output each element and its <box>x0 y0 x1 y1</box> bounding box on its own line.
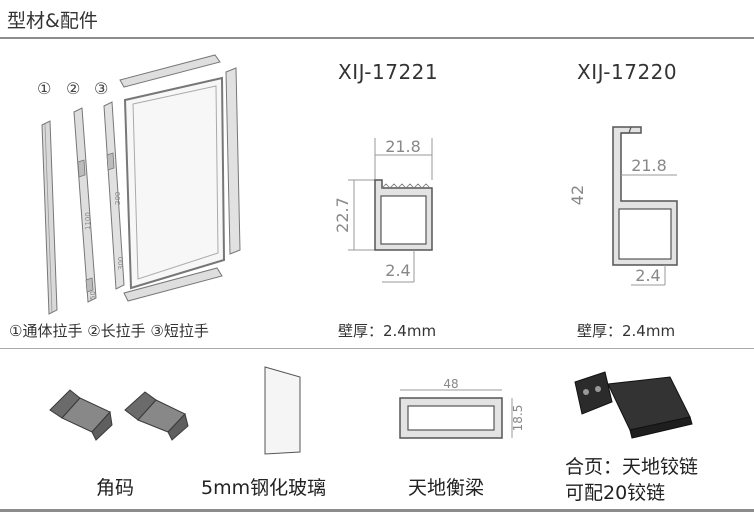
frame-illustration: 1100 50 200 300 <box>41 54 241 315</box>
p2-height-label: 42 <box>568 185 587 205</box>
p1-thickness-label: 2.4 <box>385 261 410 280</box>
glass-label: 5mm钢化玻璃 <box>201 477 327 499</box>
corner-label: 角码 <box>96 477 135 499</box>
bottom-divider <box>0 509 754 512</box>
profile-drawing-17221: 21.8 22.7 2.4 <box>333 137 433 283</box>
bar-label-long: 1100 <box>84 212 92 230</box>
model-xij-17221: XIJ-17221 <box>338 60 439 84</box>
profile-drawing-17220: 42 21.8 2.4 <box>568 126 678 286</box>
marker-2: ② <box>66 79 81 98</box>
top-rail <box>119 54 221 88</box>
handle-bar-short <box>103 101 125 290</box>
marker-3: ③ <box>94 79 109 98</box>
side-stile <box>225 67 241 255</box>
top-divider <box>0 37 754 39</box>
beam-width-label: 48 <box>443 377 458 391</box>
door-frame <box>123 76 226 290</box>
bottom-rail <box>123 267 223 302</box>
p2-thickness-label: 2.4 <box>635 266 660 285</box>
p2-wall-thickness: 壁厚：2.4mm <box>577 322 676 340</box>
hinge-image <box>574 371 693 439</box>
model-xij-17220: XIJ-17220 <box>577 60 678 84</box>
hinge-label-line2: 可配20铰链 <box>565 482 666 504</box>
beam-height-label: 18.5 <box>511 405 525 432</box>
hinge-label-line1: 合页：天地铰链 <box>565 456 699 478</box>
p2-width-label: 21.8 <box>631 156 667 175</box>
marker-1: ① <box>37 79 52 98</box>
middle-divider <box>0 348 754 349</box>
section-title: 型材&配件 <box>7 10 98 32</box>
p1-height-label: 22.7 <box>333 197 352 233</box>
p1-width-label: 21.8 <box>385 137 421 156</box>
corner-bracket-image <box>49 389 189 441</box>
p1-wall-thickness: 壁厚：2.4mm <box>338 322 437 340</box>
handle-bar-long <box>73 107 97 303</box>
bar-label-mid: 200 <box>114 192 122 205</box>
glass-image <box>264 366 301 455</box>
bar-label-short2: 50 <box>89 291 97 300</box>
beam-drawing: 48 18.5 <box>399 377 525 439</box>
bar-label-short1: 300 <box>117 257 125 270</box>
handle-caption: ①通体拉手 ②长拉手 ③短拉手 <box>9 322 209 340</box>
handle-bar-full <box>41 120 58 315</box>
beam-label: 天地衡梁 <box>408 477 485 499</box>
